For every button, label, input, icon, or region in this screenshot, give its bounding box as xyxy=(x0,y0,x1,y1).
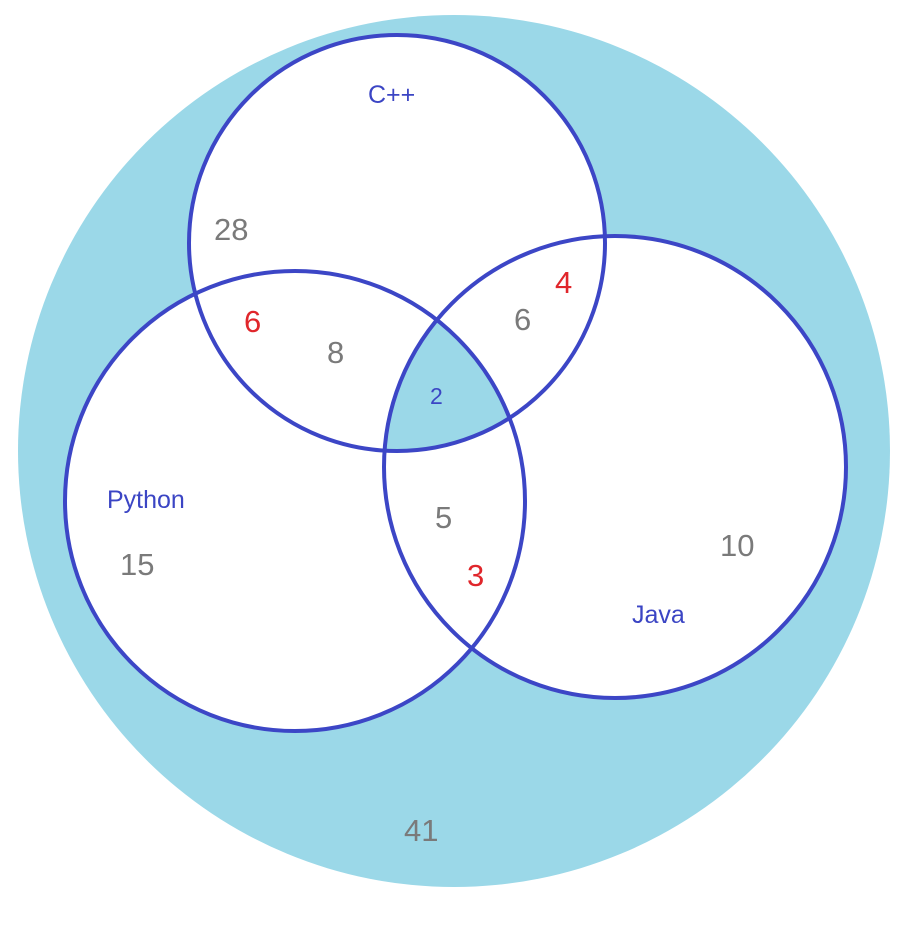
count-all-three: 2 xyxy=(430,383,443,409)
cpp-circle xyxy=(187,33,607,453)
set-label-cpp: C++ xyxy=(368,81,415,109)
count-cpp-java-gray: 6 xyxy=(514,302,531,337)
python-circle xyxy=(63,269,527,733)
count-cpp-python-red: 6 xyxy=(244,304,261,339)
set-label-python: Python xyxy=(107,486,185,514)
count-java-only: 10 xyxy=(720,528,754,563)
java-circle xyxy=(382,234,848,700)
set-label-java: Java xyxy=(632,601,685,629)
count-python-java-gray: 5 xyxy=(435,500,452,535)
cpp-fill xyxy=(189,35,605,451)
count-python-java-red: 3 xyxy=(467,558,484,593)
count-cpp-only: 28 xyxy=(214,212,248,247)
count-cpp-java-red: 4 xyxy=(555,265,572,300)
count-outside: 41 xyxy=(404,813,438,848)
count-python-only: 15 xyxy=(120,547,154,582)
count-cpp-python-gray: 8 xyxy=(327,335,344,370)
